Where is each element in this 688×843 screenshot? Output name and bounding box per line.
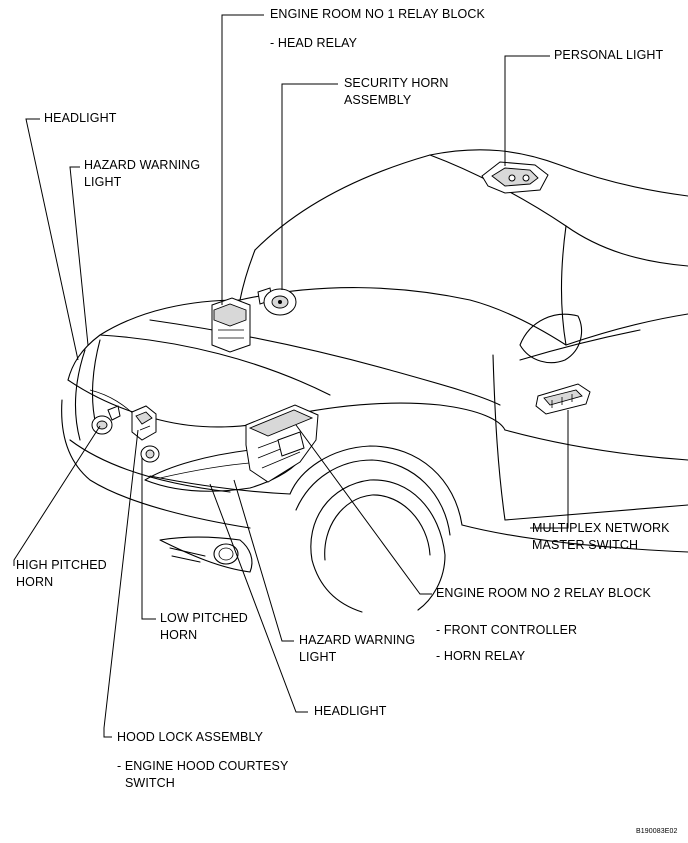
label-headlight-bottom: HEADLIGHT bbox=[314, 703, 386, 720]
leader-lines bbox=[13, 14, 569, 738]
engine-room-no1-relay-block bbox=[211, 297, 251, 353]
personal-light-unit bbox=[481, 161, 549, 194]
label-horn-relay: - HORN RELAY bbox=[436, 648, 525, 665]
label-hazard-warning-light-top: HAZARD WARNING LIGHT bbox=[84, 157, 200, 191]
security-horn-assembly bbox=[257, 287, 297, 316]
high-horn-line2: HORN bbox=[16, 575, 54, 589]
low-horn-line1: LOW PITCHED bbox=[160, 611, 248, 625]
multiplex-network-master-switch bbox=[535, 383, 591, 415]
label-personal-light: PERSONAL LIGHT bbox=[554, 47, 663, 64]
engine-room-no2-title: ENGINE ROOM NO 2 RELAY BLOCK bbox=[436, 586, 651, 600]
label-engine-hood-courtesy-switch: - ENGINE HOOD COURTESY SWITCH bbox=[117, 758, 288, 792]
figure-code-text: B190083E02 bbox=[636, 828, 678, 835]
car-body bbox=[61, 149, 688, 613]
hood-lock-text: HOOD LOCK ASSEMBLY bbox=[117, 730, 264, 744]
multiplex-line2: MASTER SWITCH bbox=[532, 538, 639, 552]
head-relay-text: - HEAD RELAY bbox=[270, 36, 358, 50]
label-head-relay: - HEAD RELAY bbox=[270, 35, 357, 52]
hazard-bottom-line1: HAZARD WARNING bbox=[299, 633, 416, 647]
horn-relay-text: - HORN RELAY bbox=[436, 649, 526, 663]
hood-courtesy-line1: - ENGINE HOOD COURTESY bbox=[117, 759, 289, 773]
hazard-top-line1: HAZARD WARNING bbox=[84, 158, 201, 172]
hood-courtesy-line2: SWITCH bbox=[125, 776, 175, 790]
hood-lock-assembly-part bbox=[131, 405, 157, 441]
hazard-bottom-line2: LIGHT bbox=[299, 650, 337, 664]
label-hazard-warning-light-bottom: HAZARD WARNING LIGHT bbox=[299, 632, 415, 666]
engine-room-no2-relay-block bbox=[245, 404, 319, 483]
personal-light-text: PERSONAL LIGHT bbox=[554, 48, 664, 62]
low-pitched-horn-part bbox=[140, 445, 160, 463]
multiplex-line1: MULTIPLEX NETWORK bbox=[532, 521, 670, 535]
label-engine-room-no1-relay-block: ENGINE ROOM NO 1 RELAY BLOCK bbox=[270, 6, 485, 23]
figure-code: B190083E02 bbox=[636, 827, 677, 836]
security-horn-line1: SECURITY HORN bbox=[344, 76, 449, 90]
label-engine-room-no2-relay-block: ENGINE ROOM NO 2 RELAY BLOCK bbox=[436, 585, 651, 602]
engine-room-no1-title: ENGINE ROOM NO 1 RELAY BLOCK bbox=[270, 7, 485, 21]
label-hood-lock-assembly: HOOD LOCK ASSEMBLY bbox=[117, 729, 263, 746]
label-high-pitched-horn: HIGH PITCHED HORN bbox=[16, 557, 107, 591]
label-low-pitched-horn: LOW PITCHED HORN bbox=[160, 610, 248, 644]
headlight-bottom-text: HEADLIGHT bbox=[314, 704, 387, 718]
headlight-top-text: HEADLIGHT bbox=[44, 111, 117, 125]
label-front-controller: - FRONT CONTROLLER bbox=[436, 622, 577, 639]
label-security-horn-assembly: SECURITY HORN ASSEMBLY bbox=[344, 75, 449, 109]
low-horn-line2: HORN bbox=[160, 628, 198, 642]
label-headlight-top: HEADLIGHT bbox=[44, 110, 116, 127]
security-horn-line2: ASSEMBLY bbox=[344, 93, 412, 107]
front-controller-text: - FRONT CONTROLLER bbox=[436, 623, 578, 637]
hazard-top-line2: LIGHT bbox=[84, 175, 122, 189]
high-pitched-horn-part bbox=[91, 405, 121, 435]
high-horn-line1: HIGH PITCHED bbox=[16, 558, 107, 572]
label-multiplex-network-master-switch: MULTIPLEX NETWORK MASTER SWITCH bbox=[532, 520, 670, 554]
